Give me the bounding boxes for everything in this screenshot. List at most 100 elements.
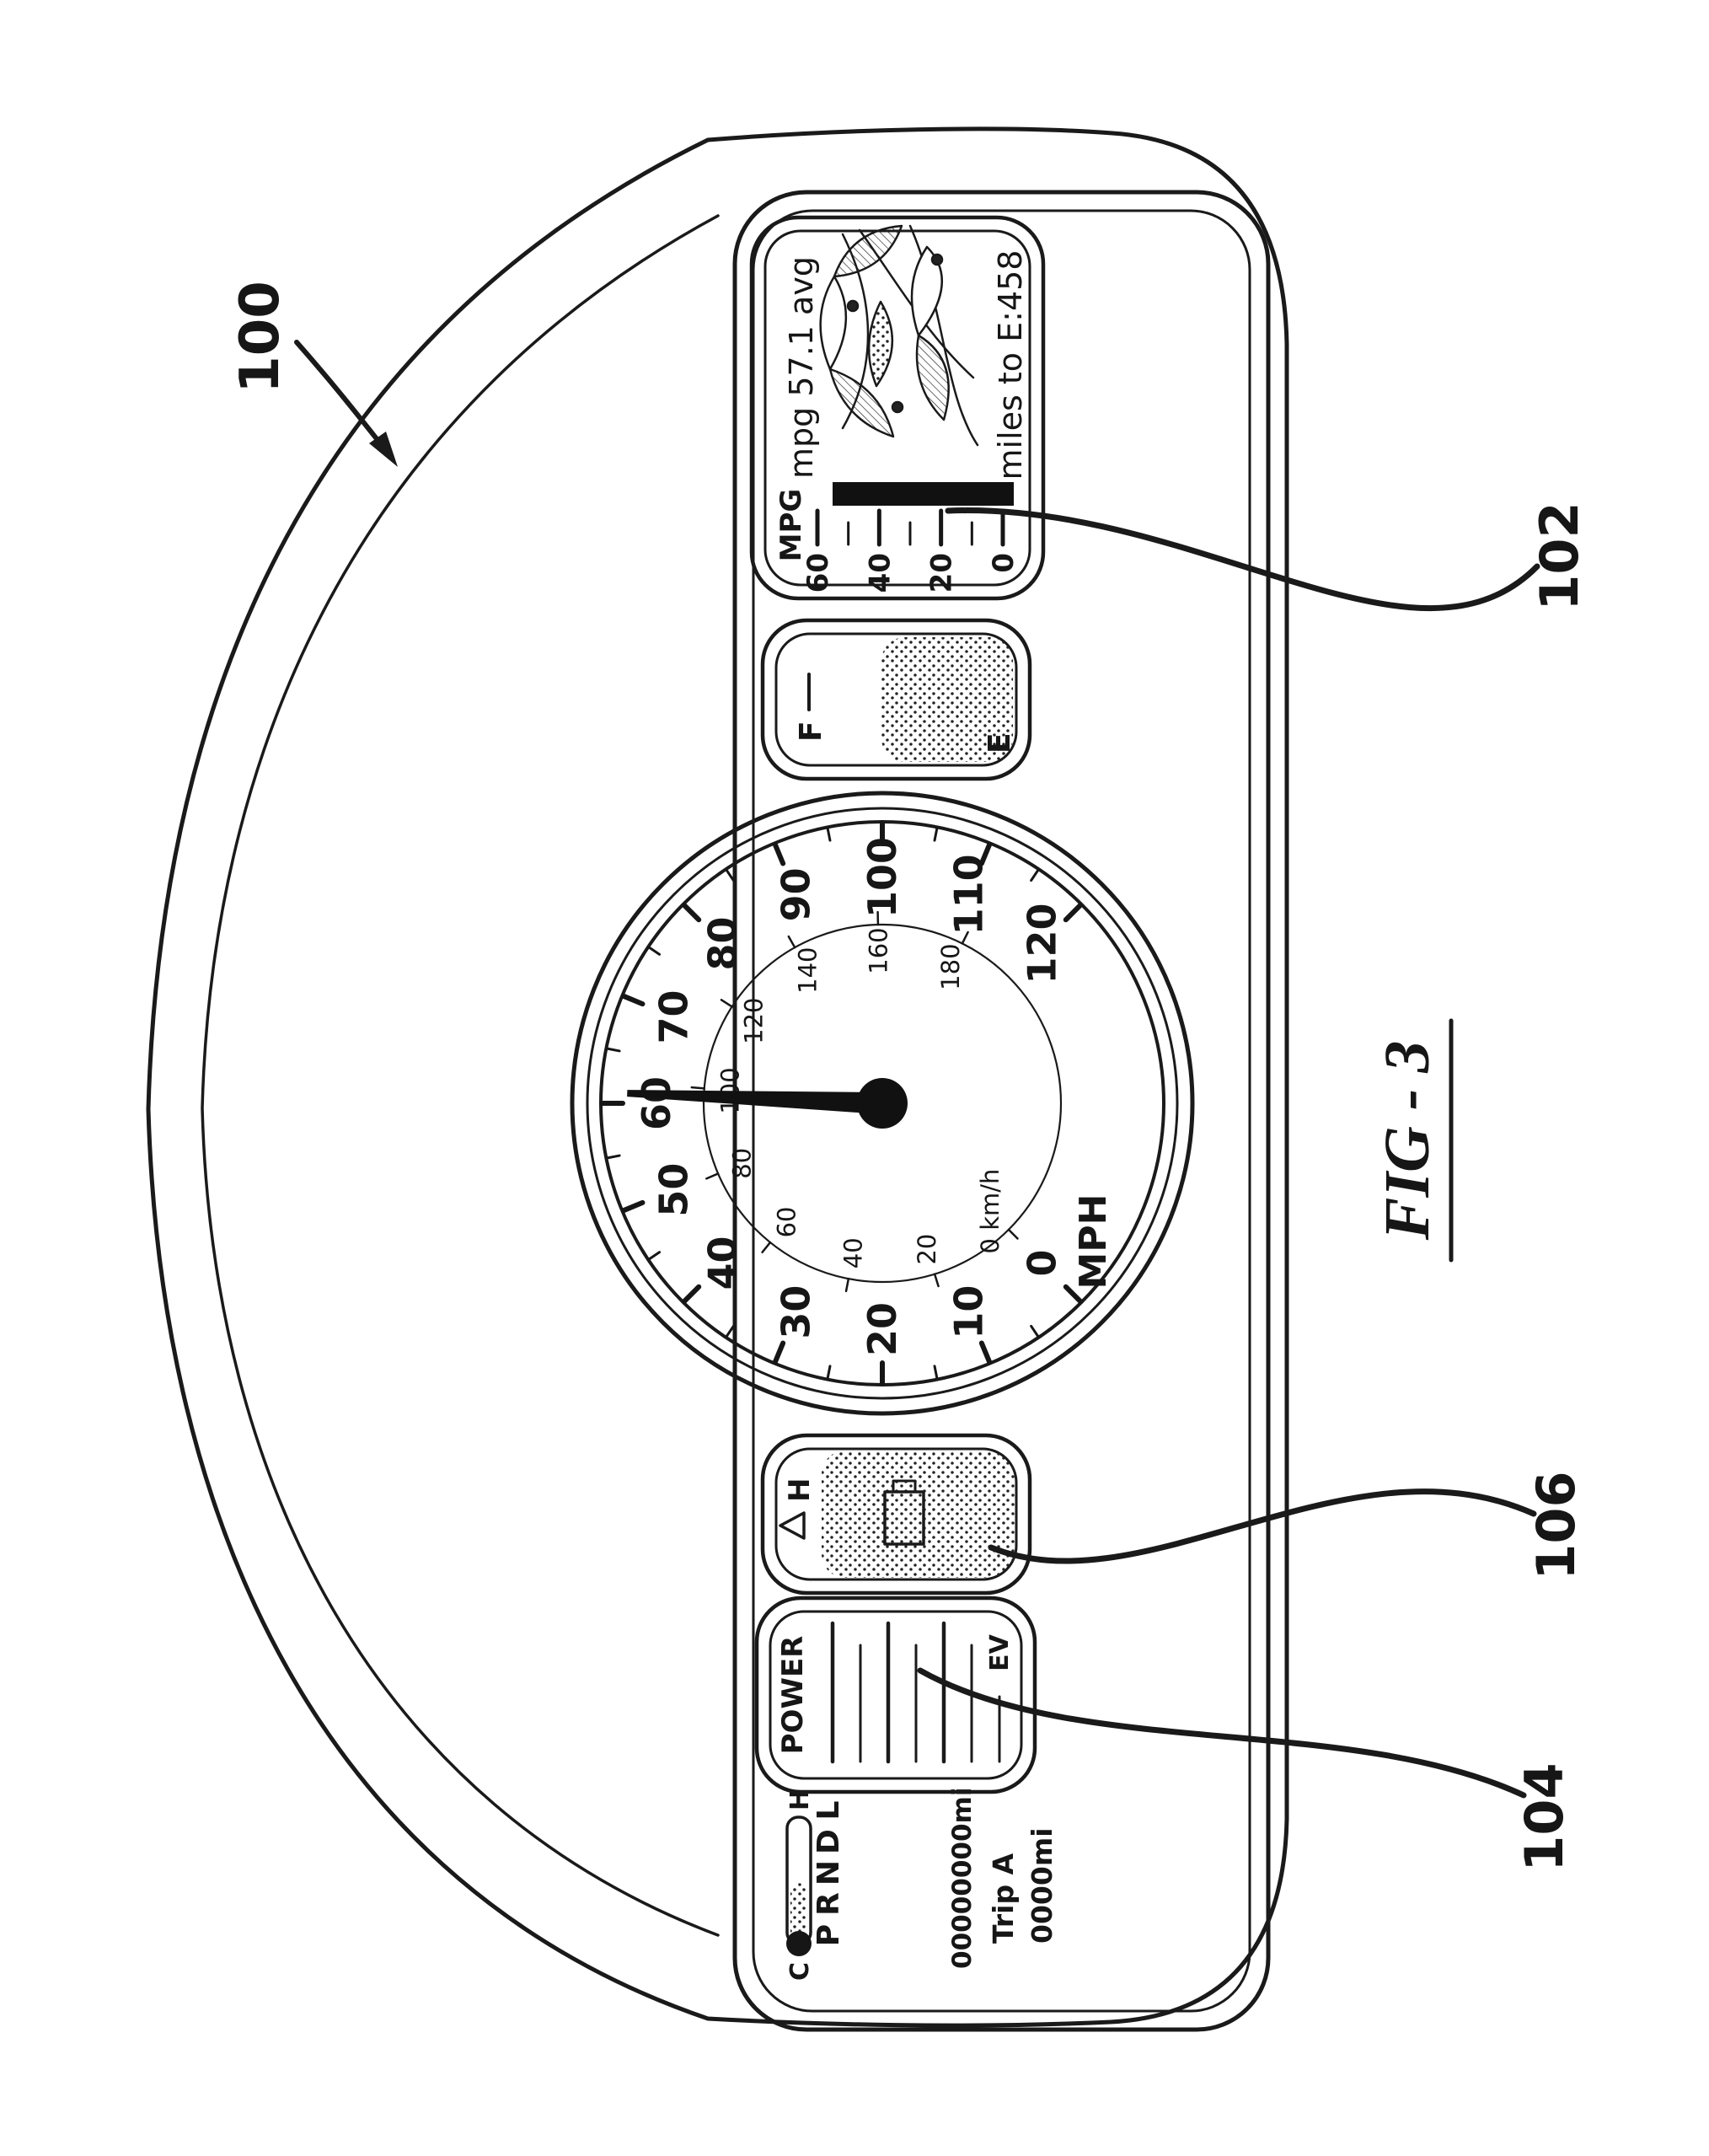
mph-minor-tick — [933, 1365, 939, 1380]
ref-100-arrowhead — [369, 432, 398, 467]
fuel-full-label: F — [794, 721, 828, 742]
speedometer-needle — [627, 1090, 883, 1114]
mpg-scale-label: 60 — [801, 553, 835, 593]
ref-106-leader — [988, 1488, 1537, 1564]
prndl-p: P — [812, 1924, 846, 1946]
kmh-scale-label: 80 — [728, 1148, 757, 1179]
kmh-scale-label: 0 km/h — [976, 1169, 1005, 1254]
kmh-scale-label: 140 — [793, 947, 822, 994]
mph-minor-tick — [726, 1324, 735, 1338]
kmh-tick — [1007, 1228, 1019, 1240]
mph-major-tick — [772, 1340, 786, 1365]
mph-major-tick — [1063, 903, 1083, 923]
mph-minor-tick — [648, 1251, 662, 1260]
ref-104-leader — [917, 1667, 1527, 1799]
mph-scale-label: 90 — [773, 867, 818, 921]
temp-bulb — [786, 1931, 812, 1956]
mph-major-tick — [1063, 1284, 1083, 1304]
kmh-scale-label: 100 — [716, 1067, 745, 1113]
trip-value: 0000mi — [1026, 1827, 1058, 1944]
mph-major-tick — [772, 842, 786, 866]
kmh-scale-label: 120 — [740, 997, 769, 1043]
dashboard-outline — [146, 126, 1289, 2028]
kmh-tick — [933, 1273, 940, 1288]
mph-scale-label: 20 — [860, 1302, 905, 1356]
kmh-tick — [705, 1172, 720, 1180]
charge-gauge: H — [760, 1433, 1032, 1596]
temp-cold-label: C — [785, 1962, 815, 1981]
power-gauge-bars — [830, 1621, 1001, 1764]
mph-scale-label: 70 — [651, 990, 696, 1043]
mph-scale-label: 0 — [1020, 1249, 1065, 1276]
trip-label: Trip A — [987, 1853, 1020, 1944]
mph-minor-tick — [606, 1047, 621, 1053]
mph-major-tick — [978, 842, 993, 866]
mpg-value-bar — [833, 482, 1014, 506]
mph-minor-tick — [648, 947, 662, 956]
mph-minor-tick — [933, 827, 939, 842]
kmh-scale-label: 160 — [865, 927, 893, 973]
kmh-scale-label: 60 — [772, 1206, 801, 1237]
mpg-scale-label: 20 — [925, 553, 959, 593]
mph-scale-label: 110 — [946, 854, 992, 935]
bezel-band-inner — [752, 209, 1251, 2013]
ref-100-arrow — [294, 340, 387, 451]
mpg-scale-label: 0 — [987, 553, 1021, 573]
prndl-l: L — [812, 1801, 846, 1821]
ref-106-label: 106 — [1525, 1471, 1587, 1579]
kmh-scale-label: 180 — [936, 943, 965, 990]
fuel-gauge: F E — [760, 618, 1032, 781]
prndl-d: D — [812, 1829, 846, 1854]
mph-scale-label: 40 — [699, 1236, 745, 1290]
ref-102-label: 102 — [1529, 501, 1590, 610]
mph-scale-label: 80 — [699, 916, 745, 970]
mph-major-tick — [682, 903, 702, 923]
fuel-empty-label: E — [983, 732, 1017, 754]
mph-unit-label: MPH — [1072, 1194, 1115, 1290]
mph-scale-label: 50 — [651, 1163, 696, 1217]
ref-100-label: 100 — [229, 281, 292, 394]
power-label: POWER — [776, 1636, 810, 1755]
battery-icon — [883, 1479, 925, 1546]
figure-caption: FIG - 3 — [1372, 1041, 1443, 1241]
charge-high-label: H — [783, 1478, 817, 1502]
mph-scale-label: 30 — [773, 1285, 818, 1339]
kmh-tick — [787, 935, 796, 949]
mph-scale-label: 100 — [860, 837, 905, 918]
mph-minor-tick — [726, 869, 735, 882]
hood-inner-line — [201, 214, 720, 1937]
mph-major-tick — [978, 1340, 993, 1365]
kmh-scale-label: 20 — [913, 1234, 941, 1265]
mph-scale-label: 10 — [946, 1285, 992, 1339]
mph-scale-label: 120 — [1020, 903, 1065, 984]
odometer-total: 00000000mi — [947, 1788, 978, 1970]
prndl-indicator: P R N D L — [812, 1801, 846, 1947]
charge-up-arrow-icon — [779, 1511, 806, 1540]
mpg-average-text: mpg 57.1 avg — [783, 256, 820, 479]
mpg-scale-label: 40 — [863, 553, 897, 593]
kmh-ring — [702, 923, 1063, 1284]
mph-minor-tick — [826, 827, 832, 842]
kmh-scale-label: 40 — [839, 1237, 868, 1268]
mph-scale-label: 60 — [634, 1076, 679, 1130]
mph-major-tick — [621, 1199, 646, 1214]
mph-major-tick — [682, 1284, 702, 1304]
kmh-tick — [690, 1086, 705, 1090]
mph-minor-tick — [606, 1154, 621, 1160]
annotations: 100 102 106 104 FIG - 3 — [229, 281, 1590, 1872]
prndl-r: R — [812, 1892, 846, 1916]
prndl-n: N — [812, 1860, 846, 1885]
odometer: 00000000mi Trip A 0000mi — [947, 1788, 1058, 1970]
ref-104-label: 104 — [1513, 1762, 1575, 1871]
mph-major-tick — [621, 993, 646, 1007]
ev-label: EV — [985, 1633, 1015, 1671]
bezel-band-outer — [732, 190, 1271, 2032]
kmh-tick — [961, 931, 969, 945]
mpg-range-text: miles to E:458 — [992, 250, 1029, 480]
leaf-decoration — [819, 224, 979, 447]
kmh-tick — [720, 999, 733, 1008]
temperature-gauge: C H — [785, 1789, 815, 1981]
